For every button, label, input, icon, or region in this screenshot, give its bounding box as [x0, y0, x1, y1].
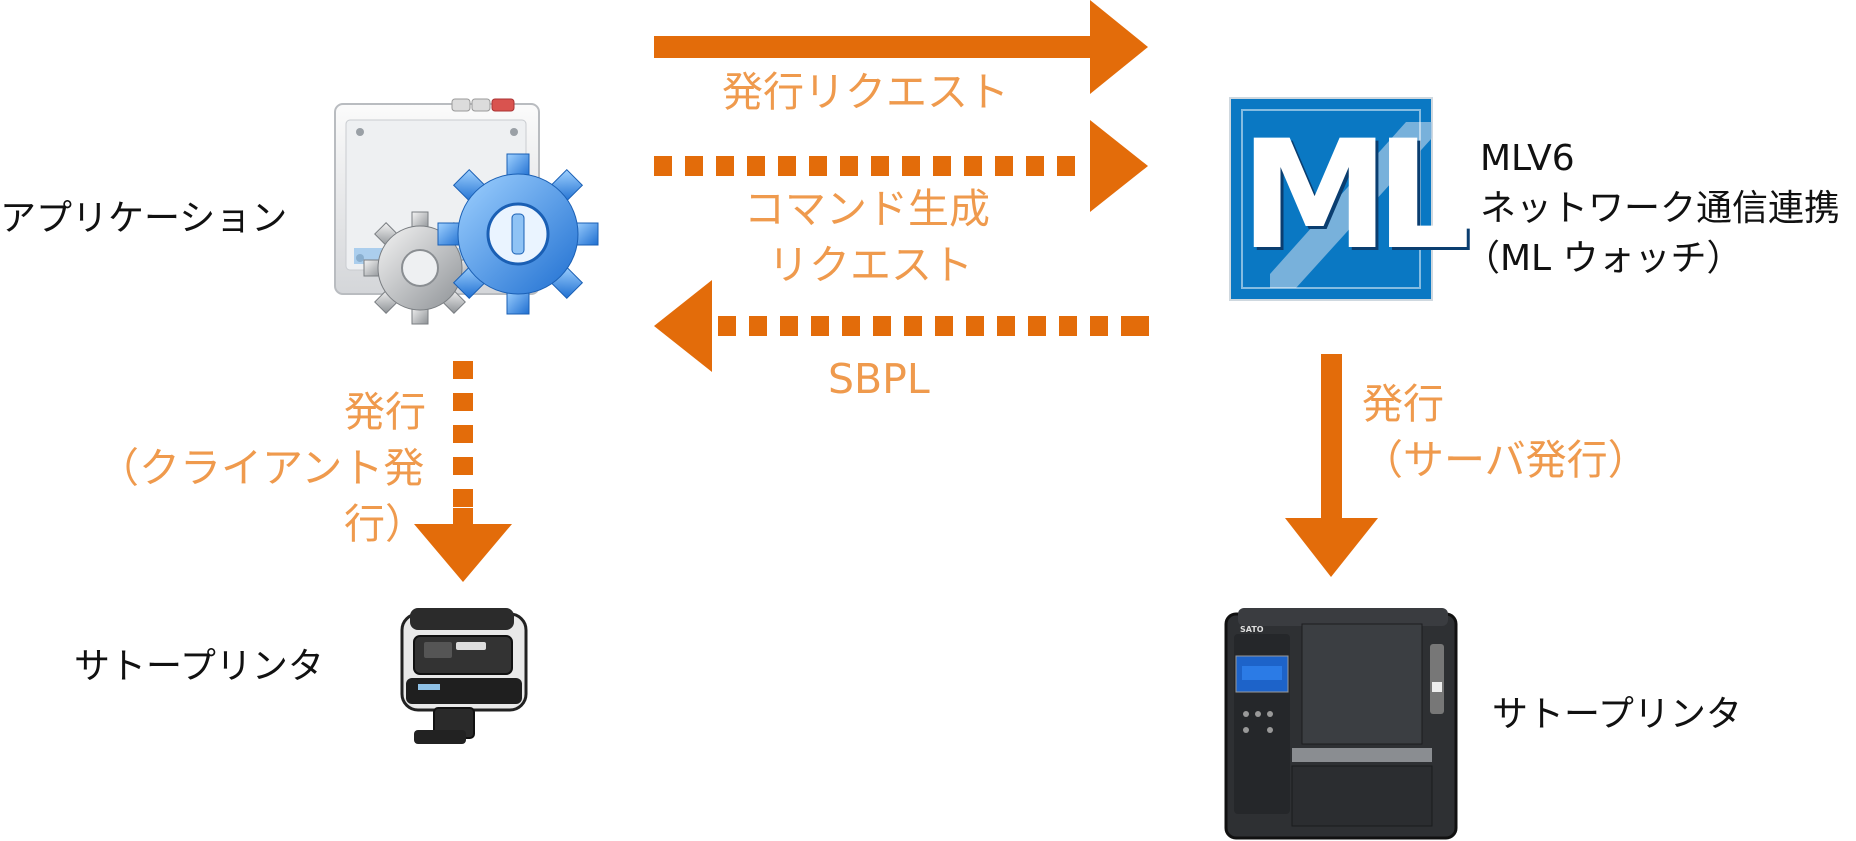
print-request-label: 発行リクエスト [722, 68, 1009, 116]
ml-logo-text: ML [1240, 109, 1471, 283]
sbpl-label: SBPL [828, 355, 930, 403]
application-icon [334, 98, 599, 325]
industrial-printer-icon: SATO [1224, 608, 1458, 840]
printer-right-label: サトープリンタ [1492, 694, 1742, 735]
printer-left-label: サトープリンタ [74, 646, 324, 687]
mlv6-label-line3: （ML ウォッチ） [1464, 238, 1743, 279]
client-issue-label-line1: 発行 [344, 388, 426, 436]
mlv6-label-line1: MLV6 [1480, 138, 1575, 179]
command-gen-label-line1: コマンド生成 [744, 185, 990, 233]
command-gen-label-line2: リクエスト [768, 241, 973, 289]
server-issue-label-line1: 発行 [1362, 380, 1444, 428]
client-issue-label-line2: （クライアント発 [98, 444, 425, 492]
portable-printer-icon [400, 608, 528, 744]
svg-text:SATO: SATO [1240, 625, 1264, 634]
ml-logo-icon: ML [1229, 97, 1471, 301]
mlv6-label-line2: ネットワーク通信連携 [1480, 188, 1841, 229]
application-label: アプリケーション [0, 198, 288, 239]
client-issue-label-line3: 行） [344, 500, 426, 548]
server-issue-label-line2: （サーバ発行） [1362, 436, 1649, 484]
